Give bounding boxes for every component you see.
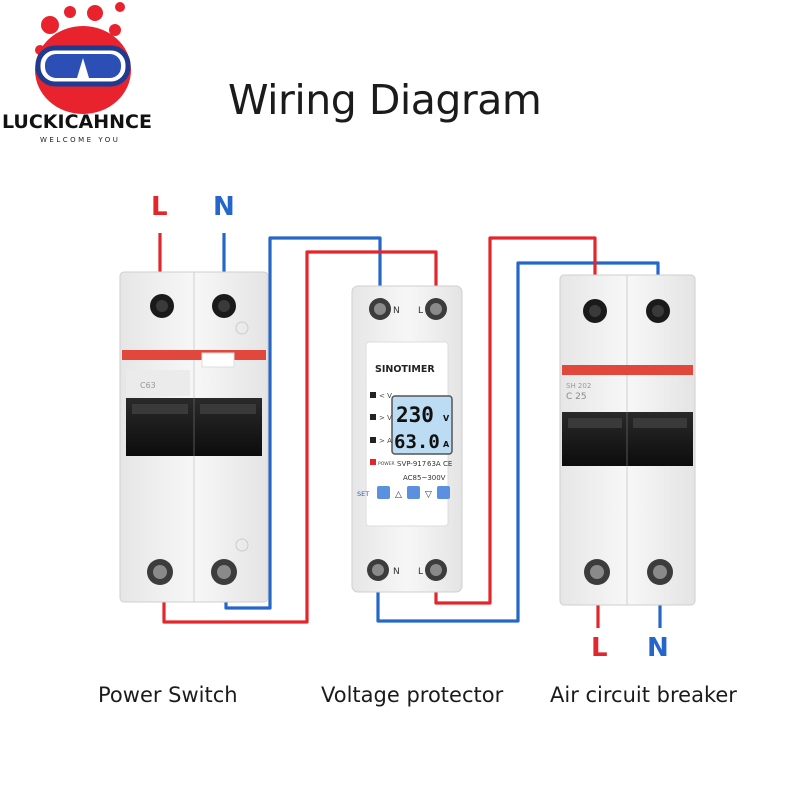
indicator-power: POWER — [378, 461, 395, 467]
output-neutral-label: N — [647, 633, 669, 663]
up-button-label: △ — [395, 490, 402, 500]
air-circuit-breaker-device: SH 202 C 25 — [559, 274, 696, 606]
voltage-protector-device — [351, 285, 463, 593]
down-button-key — [437, 486, 450, 499]
protector-bottom-n: N — [393, 567, 400, 577]
protector-top-l: L — [418, 306, 423, 316]
protector-top-n: N — [393, 306, 400, 316]
caption-air-circuit-breaker: Air circuit breaker — [550, 683, 737, 707]
indicator-overcurrent: > A — [379, 437, 392, 445]
voltage-readout: 230 — [396, 403, 434, 427]
input-neutral-label: N — [213, 192, 235, 222]
indicator-undervoltage: < V — [379, 392, 392, 400]
wire-protector-to-breaker-live — [434, 236, 597, 605]
svg-text:C 25: C 25 — [566, 392, 587, 402]
protector-model: SVP-917 — [397, 460, 426, 468]
protector-brand-text: SINOTIMER — [375, 364, 435, 375]
set-button-key — [377, 486, 390, 499]
wire-switch-to-protector-neutral — [224, 236, 382, 610]
protector-rating: 63A — [427, 460, 441, 468]
svg-text:SH 202: SH 202 — [566, 382, 591, 390]
brand-logo-icon — [35, 2, 131, 114]
lcd-display — [391, 395, 453, 455]
output-live-label: L — [591, 633, 608, 663]
protector-range: AC85~300V — [403, 474, 446, 482]
power-switch-device: C63 — [119, 271, 269, 603]
wire-protector-to-breaker-neutral — [376, 261, 660, 623]
page-title: Wiring Diagram — [228, 76, 542, 124]
brand-tagline: WELCOME YOU — [40, 136, 121, 144]
svg-text:C63: C63 — [140, 381, 156, 390]
input-live-label: L — [151, 192, 168, 222]
set-button-label: SET — [357, 490, 369, 498]
up-button-key — [407, 486, 420, 499]
ce-mark: CE — [443, 460, 452, 468]
caption-power-switch: Power Switch — [98, 683, 238, 707]
current-unit: A — [443, 440, 450, 449]
caption-voltage-protector: Voltage protector — [321, 683, 504, 707]
voltage-unit: V — [443, 414, 450, 423]
red-stripe — [122, 350, 266, 360]
current-readout: 63.0 — [394, 431, 440, 453]
down-button-label: ▽ — [425, 490, 432, 500]
wire-switch-to-protector-live — [162, 250, 438, 624]
protector-bottom-l: L — [418, 567, 423, 577]
brand-name: LUCKICAHNCE — [2, 111, 152, 133]
indicator-overvoltage: > V — [379, 414, 392, 422]
red-stripe — [562, 365, 693, 375]
